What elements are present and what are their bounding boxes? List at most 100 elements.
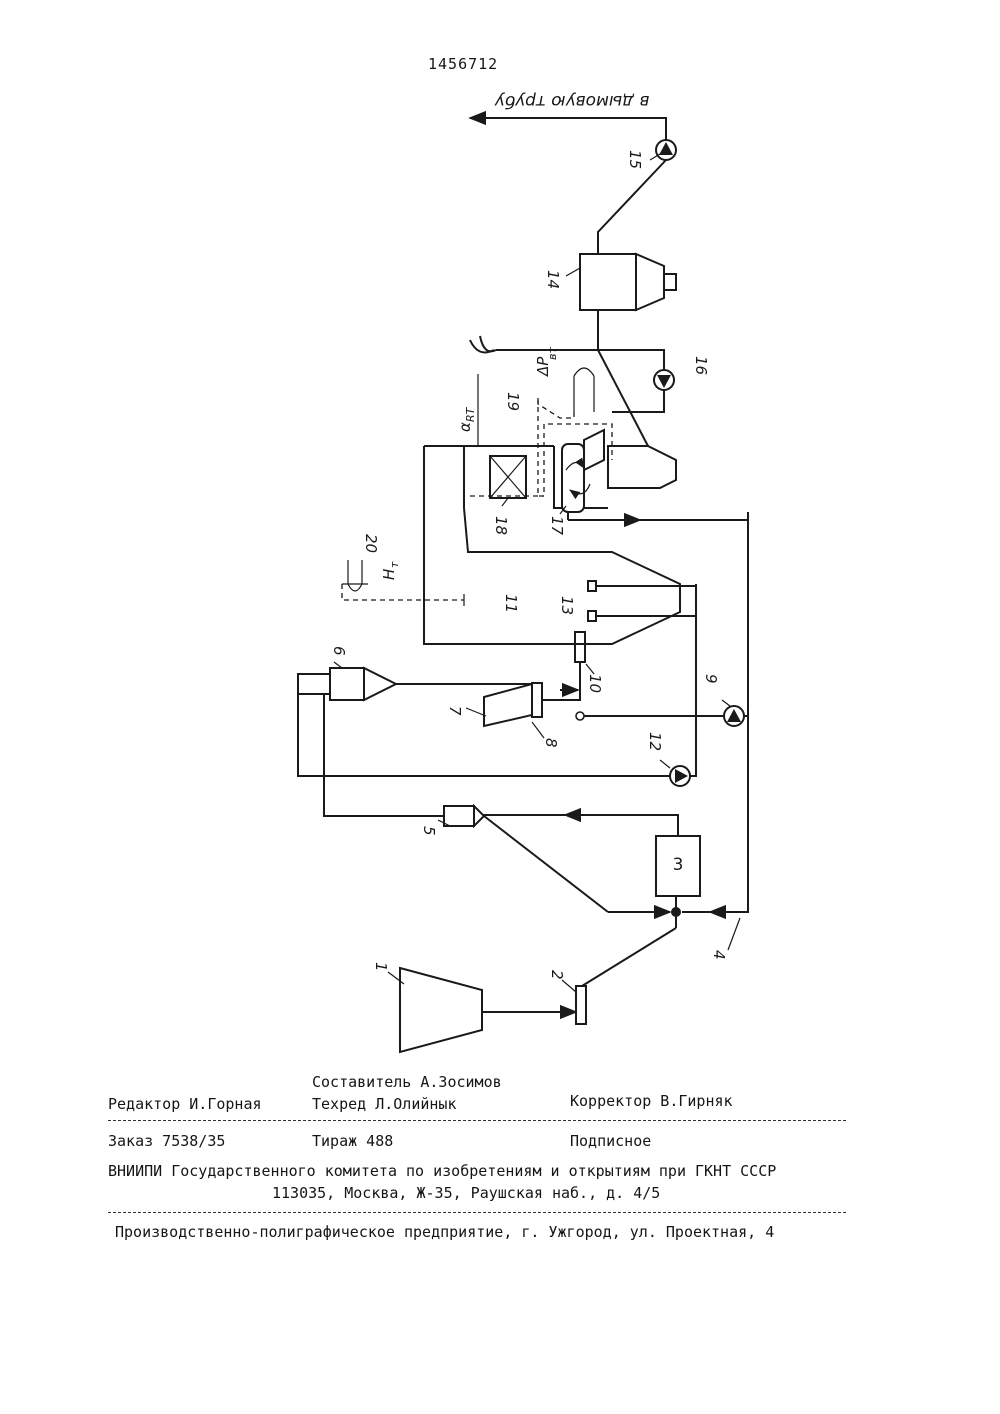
process-flow-diagram: 3 [297,91,749,1054]
mixing-node [575,711,585,721]
corrector-line: Корректор В.Гирняк [570,1092,733,1110]
svg-text:10: 10 [586,674,604,693]
printer-line: Производственно-полиграфическое предприя… [115,1223,775,1241]
alpha-label: α RT [456,406,477,432]
cyclone-6-inlet [297,673,331,695]
callout-6: 6 [330,646,348,669]
flow-line [690,584,697,777]
dashed-signal-19b [537,398,613,497]
burner-10 [574,631,586,663]
callout-7: 7 [446,706,487,717]
gas-duct [597,349,649,447]
dashed-signal-19 [537,398,575,419]
separator-rule [108,1120,846,1121]
svg-text:H: H [380,569,398,580]
gas-duct [597,159,667,254]
svg-text:7: 7 [446,706,464,716]
heater-18-cross [489,455,527,499]
svg-text:т: т [388,561,401,568]
air-intake [469,339,495,354]
flow-line [323,689,444,817]
svg-text:14: 14 [544,270,562,289]
cyclone-6-cone [363,666,399,702]
callout-14: 14 [544,267,581,289]
svg-text:5: 5 [420,826,438,836]
feeder-8 [531,682,543,718]
flow-line [482,814,679,836]
exhauster-15-arrow [659,142,673,155]
feeder-2 [575,985,587,1025]
svg-text:20: 20 [362,534,380,553]
cyclone-box [607,445,677,489]
svg-text:18: 18 [492,516,510,535]
institute-line: ВНИИПИ Государственного комитета по изоб… [108,1162,777,1180]
callout-15: 15 [626,150,661,169]
callout-4: 4 [710,950,728,960]
flow-line [297,684,670,777]
subscription-line: Подписное [570,1132,652,1150]
patent-number: 1456712 [428,55,499,73]
callout-11: 11 [502,594,520,613]
h-label: H т [380,561,401,580]
separator-5-cone [473,803,486,829]
svg-text:17: 17 [548,516,566,536]
fan-16-arrow [657,375,671,388]
dp-label: ΔP вт [534,347,559,377]
burner-13-lower [587,610,597,622]
coal-bunker-1 [399,966,483,1054]
flow-line [542,690,581,701]
leader-line [727,917,741,951]
cyclone-6 [329,667,365,701]
address-line: 113035, Москва, Ж-35, Раушская наб., д. … [272,1184,661,1202]
precipitator-14 [579,253,637,311]
svg-text:13: 13 [558,596,576,615]
svg-text:9: 9 [702,674,720,684]
separator-rule-2 [108,1212,846,1213]
fan-12-arrow [675,769,688,783]
svg-text:1: 1 [372,962,390,972]
u-gauge-20 [347,560,363,592]
swirl-arrow [565,457,585,471]
callout-12: 12 [646,732,671,769]
svg-text:4: 4 [710,950,728,960]
callout-8: 8 [531,721,560,748]
callout-1: 1 [372,962,405,985]
u-gauge-19 [573,367,595,412]
svg-text:α: α [456,422,474,432]
exhaust-label: в дымовую трубу [494,91,650,111]
svg-text:ΔP: ΔP [534,356,552,377]
swirl-arrow [569,483,591,500]
svg-text:19: 19 [504,392,522,411]
callout-18: 18 [492,497,510,535]
precipitator-14-outlet [663,273,677,291]
svg-text:16: 16 [692,356,710,375]
svg-text:2: 2 [548,970,566,980]
flow-line [483,815,609,913]
exhaust-line [470,117,667,140]
precipitator-14-cone [635,252,665,312]
callout-9: 9 [702,674,731,707]
svg-text:6: 6 [330,646,348,656]
pump-9-arrow [727,709,741,722]
svg-text:11: 11 [502,594,520,613]
dust-bunker-7 [483,682,533,728]
callout-10: 10 [585,663,604,693]
callout-2: 2 [548,970,577,993]
label-3: 3 [673,855,684,875]
flow-line [581,927,677,987]
separator-5 [443,805,475,827]
separator-17-body [561,443,585,513]
composer-line: Составитель А.Зосимов [312,1073,502,1091]
order-line: Заказ 7538/35 [108,1132,226,1150]
circulation-line: Тираж 488 [312,1132,394,1150]
svg-text:15: 15 [626,150,644,169]
callout-13: 13 [558,596,576,615]
editor-line: Редактор И.Горная [108,1095,262,1113]
separator-17 [553,446,608,509]
callout-20: 20 [362,534,380,553]
callout-5: 5 [420,819,451,836]
furnace-11 [423,446,681,645]
air-intake [479,335,497,353]
burner-13-upper [587,580,597,592]
